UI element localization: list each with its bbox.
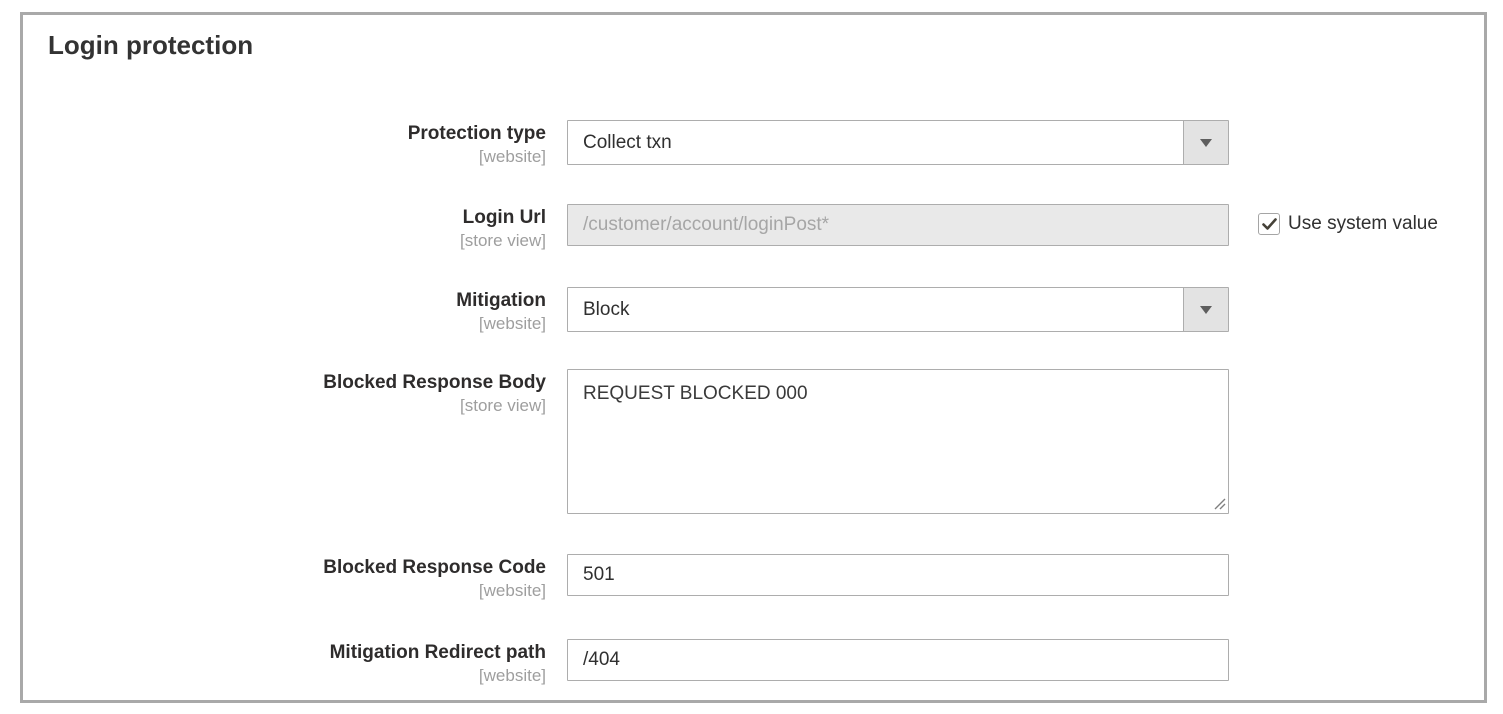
mitigation-redirect-path-label-group: Mitigation Redirect path [website] — [23, 639, 546, 686]
login-url-control — [567, 204, 1229, 246]
mitigation-label-group: Mitigation [website] — [23, 287, 546, 334]
mitigation-label: Mitigation — [456, 290, 546, 311]
blocked-response-body-label: Blocked Response Body — [323, 372, 546, 393]
field-row-mitigation-redirect-path: Mitigation Redirect path [website] — [23, 639, 1484, 686]
use-system-value-checkbox[interactable] — [1258, 213, 1280, 235]
mitigation-select[interactable]: Block — [567, 287, 1229, 332]
mitigation-redirect-path-control — [567, 639, 1229, 681]
blocked-response-body-label-group: Blocked Response Body [store view] — [23, 369, 546, 416]
use-system-value-label[interactable]: Use system value — [1288, 213, 1438, 234]
blocked-response-body-scope: [store view] — [460, 396, 546, 415]
blocked-response-body-textarea[interactable]: REQUEST BLOCKED 000 — [567, 369, 1229, 514]
blocked-response-code-scope: [website] — [478, 581, 546, 600]
resize-handle-icon[interactable] — [1213, 497, 1226, 510]
login-url-label-group: Login Url [store view] — [23, 204, 546, 251]
dropdown-arrow-icon — [1183, 288, 1228, 331]
protection-type-select[interactable]: Collect txn — [567, 120, 1229, 165]
blocked-response-code-control — [567, 554, 1229, 596]
blocked-response-body-control: REQUEST BLOCKED 000 — [567, 369, 1229, 514]
login-url-scope: [store view] — [460, 231, 546, 250]
blocked-response-code-input[interactable] — [567, 554, 1229, 596]
mitigation-redirect-path-scope: [website] — [478, 666, 546, 685]
field-row-mitigation: Mitigation [website] Block — [23, 287, 1484, 334]
dropdown-arrow-icon — [1183, 121, 1228, 164]
mitigation-redirect-path-input[interactable] — [567, 639, 1229, 681]
protection-type-selected-value: Collect txn — [583, 131, 672, 153]
login-protection-form: Protection type [website] Collect txn Lo… — [23, 120, 1484, 686]
use-system-value-group: Use system value — [1258, 204, 1438, 235]
protection-type-label-group: Protection type [website] — [23, 120, 546, 167]
section-title: Login protection — [48, 30, 254, 60]
field-row-protection-type: Protection type [website] Collect txn — [23, 120, 1484, 167]
blocked-response-code-label: Blocked Response Code — [323, 557, 546, 578]
login-url-input[interactable] — [567, 204, 1229, 246]
login-protection-section: Login protection Protection type [websit… — [20, 12, 1487, 703]
field-row-blocked-response-body: Blocked Response Body [store view] REQUE… — [23, 369, 1484, 514]
login-url-label: Login Url — [462, 207, 546, 228]
mitigation-redirect-path-label: Mitigation Redirect path — [329, 642, 546, 663]
mitigation-control: Block — [567, 287, 1229, 332]
field-row-login-url: Login Url [store view] Use system value — [23, 204, 1484, 251]
blocked-response-code-label-group: Blocked Response Code [website] — [23, 554, 546, 601]
protection-type-scope: [website] — [478, 147, 546, 166]
mitigation-scope: [website] — [478, 314, 546, 333]
protection-type-control: Collect txn — [567, 120, 1229, 165]
protection-type-label: Protection type — [407, 123, 546, 144]
checkmark-icon — [1261, 217, 1277, 230]
mitigation-selected-value: Block — [583, 298, 630, 320]
field-row-blocked-response-code: Blocked Response Code [website] — [23, 554, 1484, 601]
